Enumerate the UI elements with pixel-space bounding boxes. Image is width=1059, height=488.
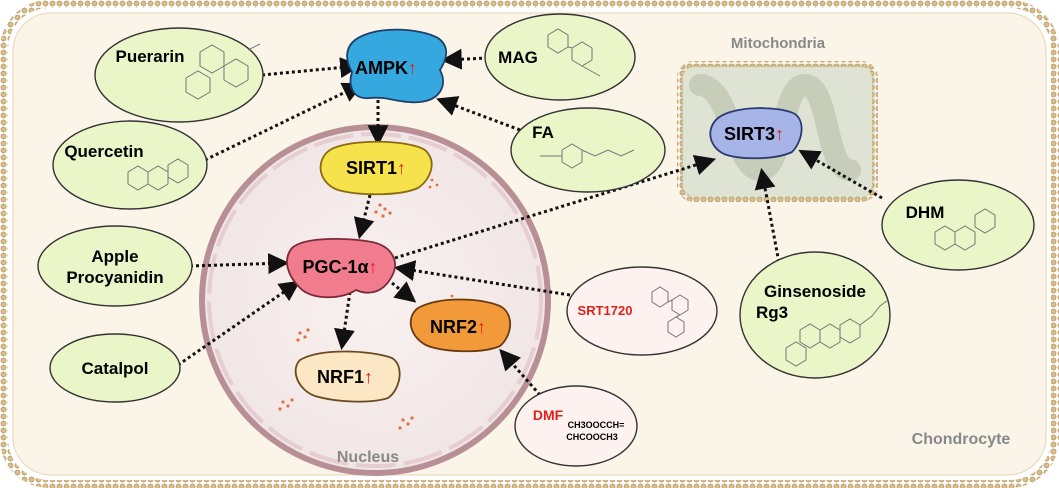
compound-label: FA	[532, 123, 554, 142]
upregulated-arrow-icon: ↑	[397, 158, 406, 178]
chemical-structure-icon	[785, 299, 889, 367]
compound-label: MAG	[498, 48, 538, 67]
mitochondria-label: Mitochondria	[731, 35, 826, 52]
protein-pgc1a[interactable]: PGC-1α↑	[286, 238, 396, 299]
upregulated-arrow-icon: ↑	[775, 124, 784, 144]
compound-puerarin[interactable]: Puerarin	[94, 27, 264, 123]
svg-text:SIRT1↑: SIRT1↑	[346, 158, 406, 178]
arrow-puerarin-ampk	[261, 57, 362, 79]
protein-label: PGC-1α	[302, 257, 368, 277]
arrow-catalpol-pgc	[177, 280, 301, 367]
compound-label: DMF	[533, 407, 564, 423]
arrow-sirt1-pgc	[353, 194, 375, 240]
arrow-ginsenoside-sirt3	[754, 167, 782, 269]
compound-label: DHM	[906, 203, 945, 222]
compound-label: Quercetin	[64, 142, 143, 161]
compound-label: Apple	[91, 247, 138, 266]
compound-label: Rg3	[756, 303, 788, 322]
chemical-structure-icon	[547, 28, 601, 77]
compound-dhm[interactable]: DHM	[881, 179, 1035, 271]
protein-nrf2[interactable]: NRF2↑	[409, 298, 512, 353]
arrow-srt1720-pgc	[393, 260, 571, 297]
compound-label: SRT1720	[578, 303, 633, 318]
chemical-structure-icon	[934, 208, 996, 251]
compound-label: Procyanidin	[66, 268, 163, 287]
compound-label: Puerarin	[116, 47, 185, 66]
protein-sirt1[interactable]: SIRT1↑	[319, 140, 433, 196]
dmf-formula-line2: CHCOOCH3	[566, 432, 618, 442]
chemical-structure-icon	[540, 143, 635, 169]
arrow-pgc-sirt3	[394, 154, 717, 260]
compound-dmf[interactable]: DMF CH3OOCCH= CHCOOCH3	[514, 385, 638, 467]
protein-nrf1[interactable]: NRF1↑	[294, 350, 401, 403]
protein-label: NRF1	[317, 367, 364, 387]
nucleus-label: Nucleus	[337, 449, 399, 466]
arrows	[177, 48, 883, 396]
ribosome-dots	[278, 178, 458, 430]
chondrocyte-label: Chondrocyte	[912, 431, 1011, 448]
compound-quercetin[interactable]: Quercetin	[52, 120, 208, 210]
protein-label: SIRT1	[346, 158, 397, 178]
chemical-structure-icon	[127, 158, 189, 191]
protein-sirt3[interactable]: SIRT3↑	[709, 107, 803, 160]
upregulated-arrow-icon: ↑	[477, 317, 486, 337]
arrow-fa-ampk	[436, 96, 521, 132]
protein-label: SIRT3	[724, 124, 775, 144]
arrow-mag-ampk	[440, 48, 489, 70]
svg-text:AMPK↑: AMPK↑	[355, 58, 417, 78]
svg-text:NRF2↑: NRF2↑	[430, 317, 486, 337]
chemical-structure-icon	[185, 43, 261, 100]
compound-label: Catalpol	[81, 359, 148, 378]
protein-label: NRF2	[430, 317, 477, 337]
compound-srt1720[interactable]: SRT1720	[566, 266, 718, 356]
arrow-apple-pgc	[189, 253, 290, 275]
upregulated-arrow-icon: ↑	[408, 58, 417, 78]
upregulated-arrow-icon: ↑	[369, 257, 378, 277]
chemical-structure-icon	[651, 286, 689, 338]
compound-ginsenoside-rg3[interactable]: Ginsenoside Rg3	[739, 251, 891, 379]
svg-text:PGC-1α↑: PGC-1α↑	[302, 257, 377, 277]
protein-ampk[interactable]: AMPK↑	[346, 28, 448, 104]
compound-apple-procyanidin[interactable]: Apple Procyanidin	[37, 225, 193, 307]
protein-label: AMPK	[355, 58, 408, 78]
compound-label: Ginsenoside	[764, 282, 866, 301]
upregulated-arrow-icon: ↑	[364, 367, 373, 387]
arrow-pgc-nrf2	[391, 281, 417, 303]
compound-mag[interactable]: MAG	[484, 13, 636, 101]
compound-fa[interactable]: FA	[510, 107, 666, 193]
svg-text:NRF1↑: NRF1↑	[317, 367, 373, 387]
svg-text:SIRT3↑: SIRT3↑	[724, 124, 784, 144]
dmf-formula-line1: CH3OOCCH=	[568, 420, 625, 430]
arrow-quercetin-ampk	[204, 82, 364, 162]
compound-catalpol[interactable]: Catalpol	[49, 333, 181, 403]
